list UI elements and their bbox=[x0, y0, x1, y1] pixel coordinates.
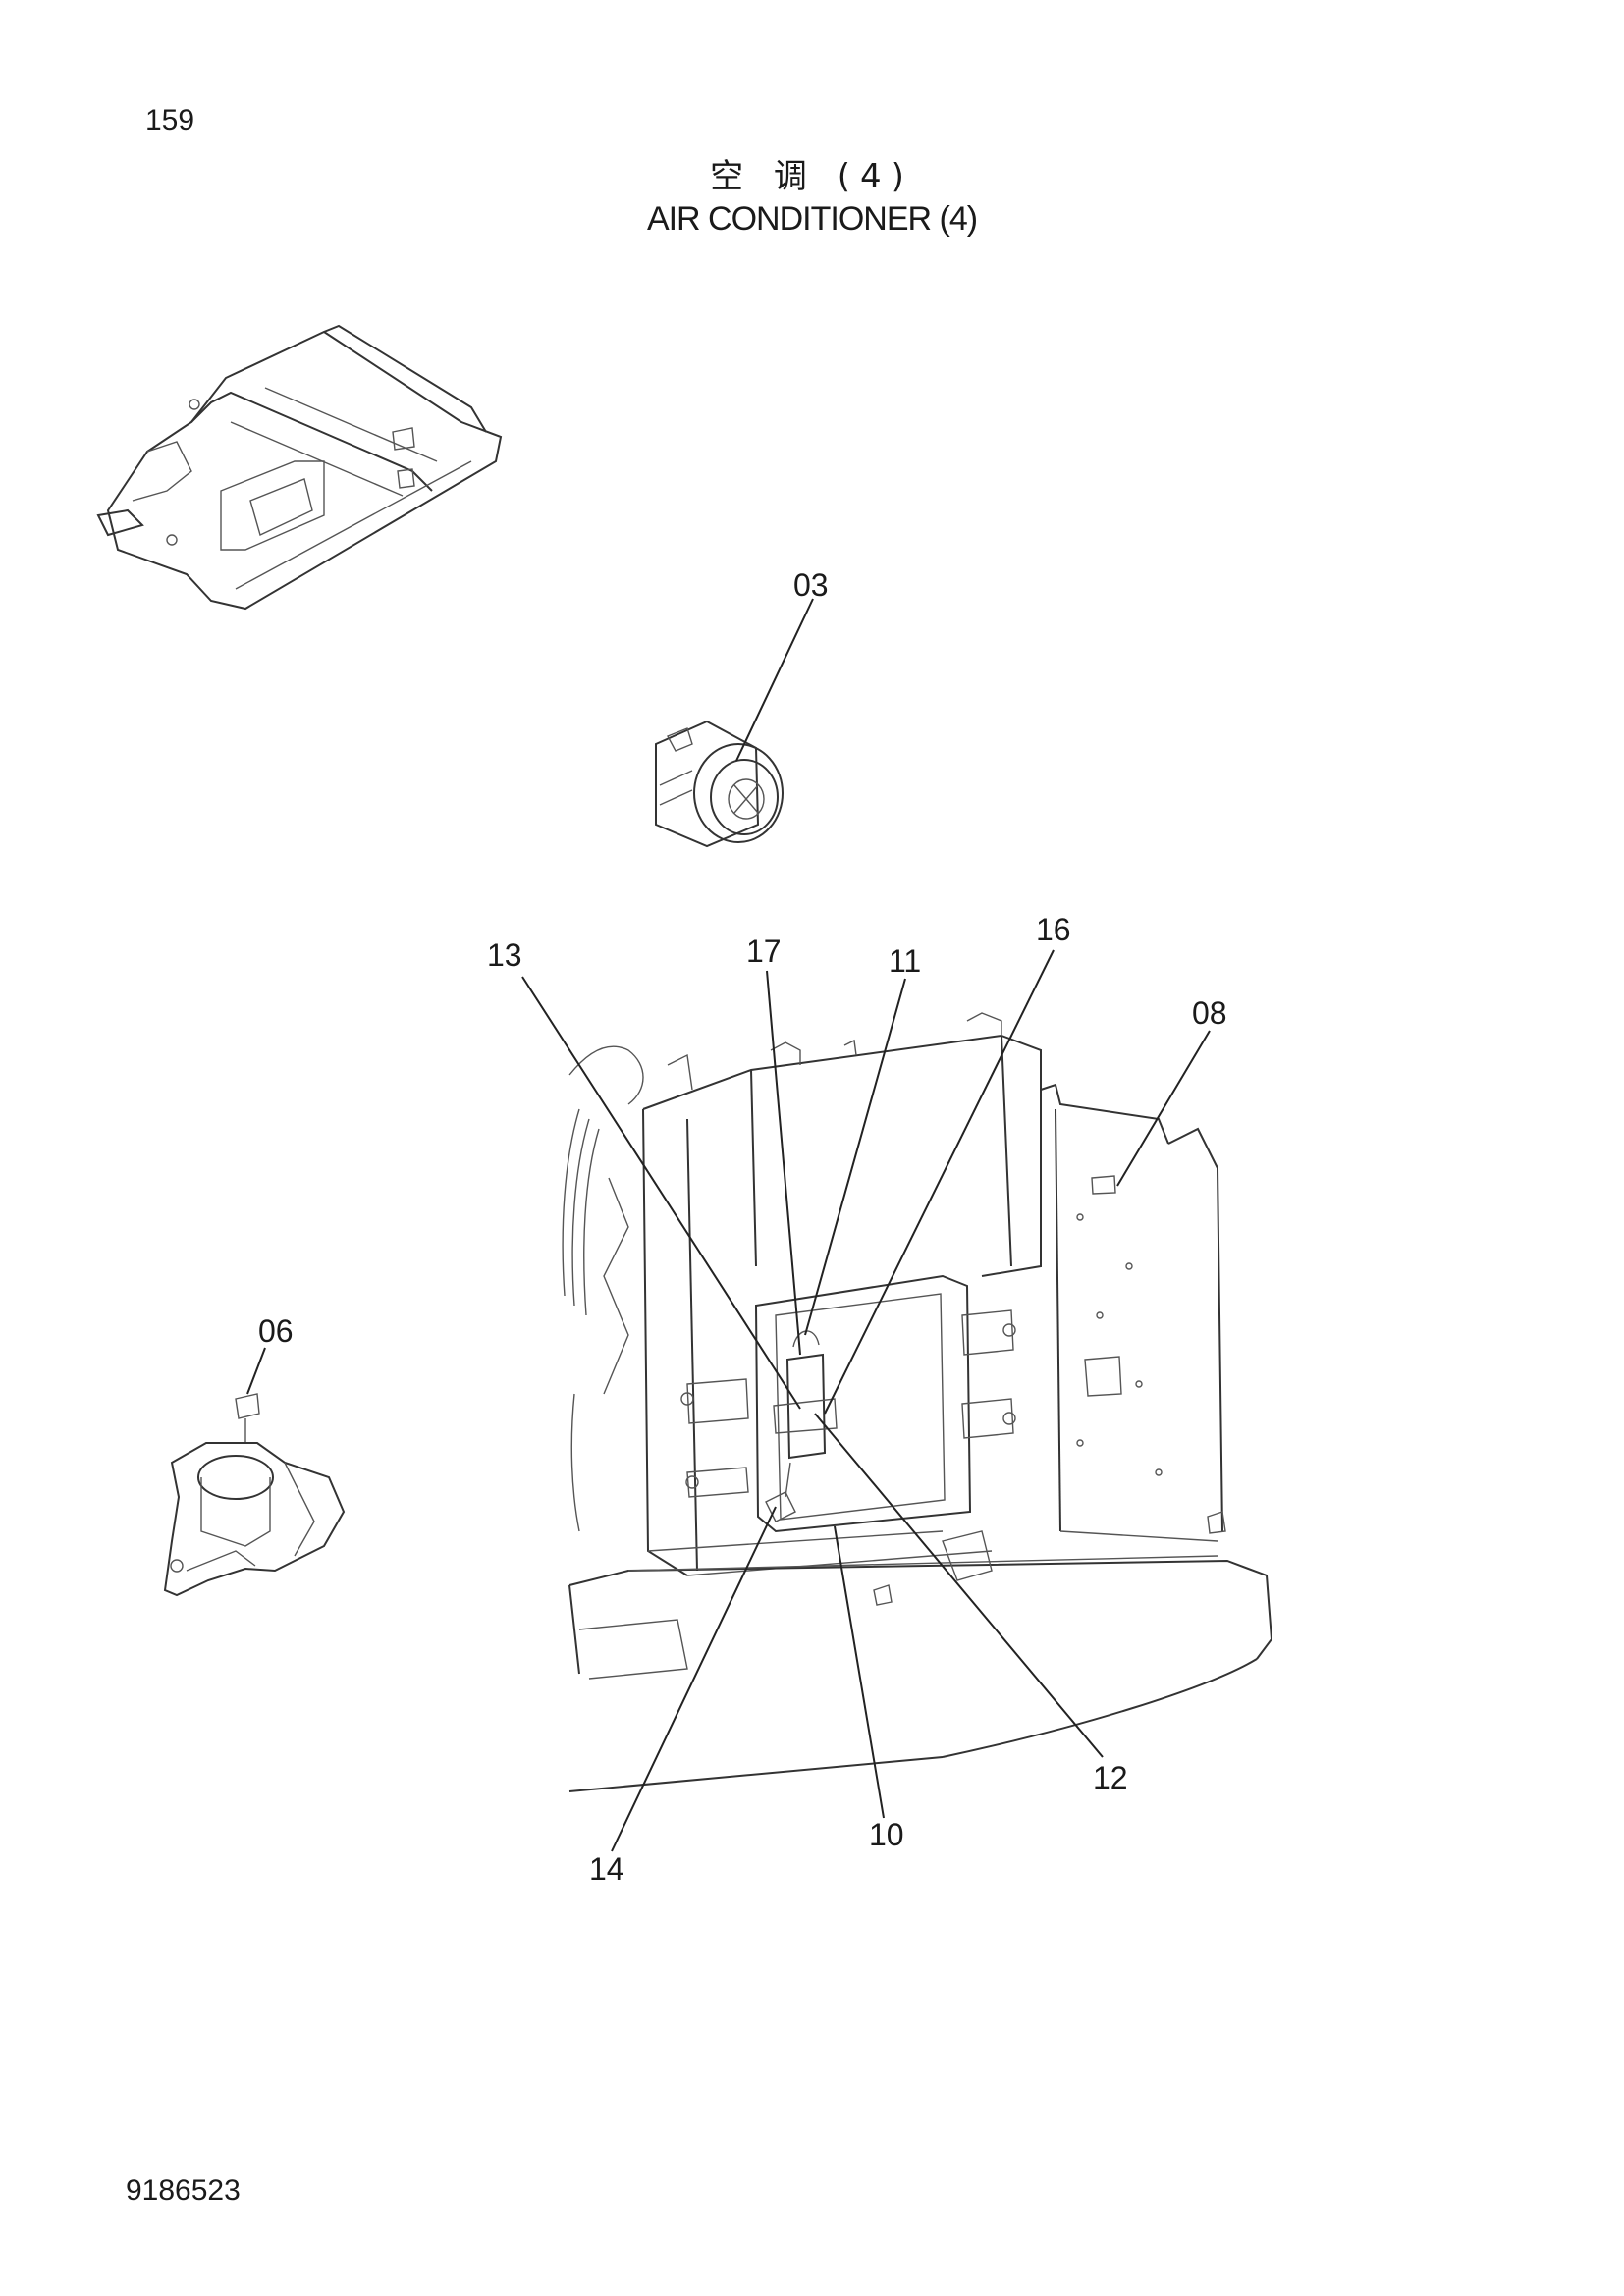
callout-16: 16 bbox=[1036, 912, 1071, 947]
callout-08: 08 bbox=[1192, 995, 1227, 1031]
callout-14: 14 bbox=[589, 1851, 624, 1887]
page-title-english: AIR CONDITIONER (4) bbox=[646, 200, 978, 238]
callout-10: 10 bbox=[869, 1817, 904, 1852]
machine-overview-illustration bbox=[96, 324, 503, 611]
callout-06: 06 bbox=[258, 1313, 294, 1349]
radiator-condenser-assembly-illustration bbox=[562, 1012, 1273, 1792]
compressor-part-illustration bbox=[655, 720, 784, 848]
callout-13: 13 bbox=[487, 937, 522, 973]
mount-bracket-illustration bbox=[163, 1393, 346, 1597]
callout-labels: 03 06 08 10 11 12 13 14 16 17 bbox=[258, 567, 1227, 1887]
callout-03: 03 bbox=[793, 567, 829, 603]
page-number: 159 bbox=[145, 104, 195, 136]
callout-17: 17 bbox=[746, 934, 782, 969]
callout-leader-lines bbox=[246, 598, 1211, 1852]
callout-11: 11 bbox=[889, 943, 921, 979]
page-title-chinese: 空 调 (4) bbox=[710, 157, 914, 196]
document-number: 9186523 bbox=[126, 2174, 241, 2207]
callout-12: 12 bbox=[1093, 1760, 1128, 1795]
